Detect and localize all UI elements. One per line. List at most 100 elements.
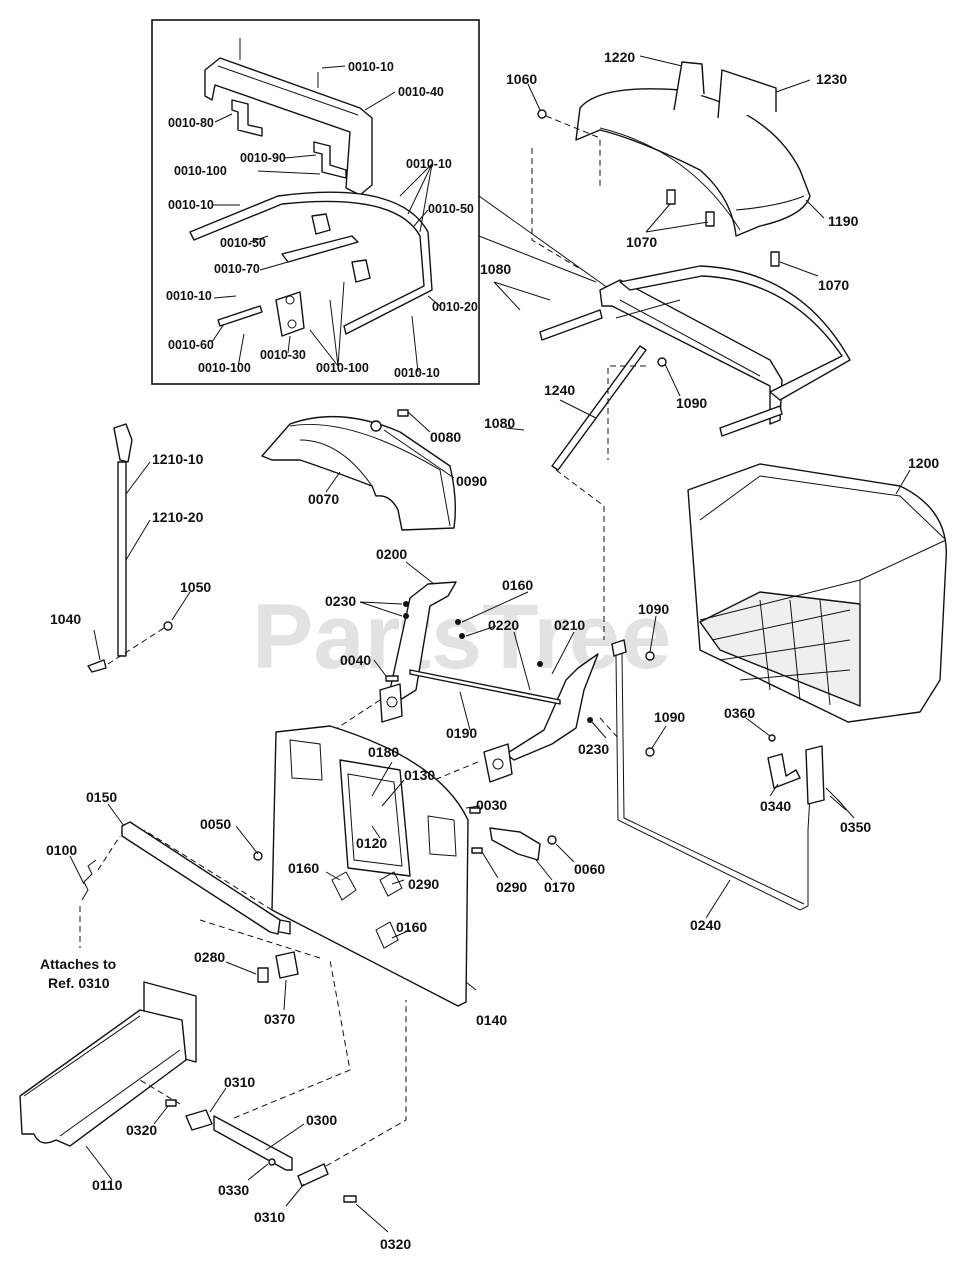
bracket-0200 <box>389 581 457 701</box>
callout-1070: 1070 <box>818 277 849 293</box>
latch-0310-b <box>297 1163 329 1187</box>
strap-main-b <box>719 405 783 437</box>
screw-0030 <box>469 807 481 814</box>
bracket-0010-50-b <box>351 259 371 283</box>
knob-0280 <box>257 967 269 983</box>
callout-0180: 0180 <box>368 744 399 760</box>
callout-0160: 0160 <box>396 919 427 935</box>
callout-0010-40: 0010-40 <box>398 85 444 99</box>
callout-0290: 0290 <box>496 879 527 895</box>
callout-0160: 0160 <box>502 577 533 593</box>
mount-bracket-group: 0200 0230 0160 0220 0210 0040 0190 0230 <box>315 546 621 791</box>
callout-0010-10: 0010-10 <box>168 198 214 212</box>
nut-1090-b <box>645 651 655 661</box>
callout-1240: 1240 <box>544 382 575 398</box>
bagger-cover-group: 1220 1230 1060 1190 1070 1070 <box>506 49 859 293</box>
bracket-0010-90 <box>313 141 347 179</box>
spring-0100 <box>81 859 97 901</box>
callout-0010-80: 0010-80 <box>168 116 214 130</box>
bag-group: 1200 <box>687 455 947 723</box>
callout-0010-70: 0010-70 <box>214 262 260 276</box>
bracket-0210 <box>505 653 599 761</box>
latch-0370-group: 0280 0370 <box>194 949 299 1027</box>
inset-frame <box>151 19 480 385</box>
plate-0010-30 <box>275 291 305 337</box>
note-attaches-to-line1: Attaches to <box>40 956 116 972</box>
washer-0090 <box>370 420 382 432</box>
screw-0320-b <box>343 1195 357 1203</box>
chute-0110 <box>19 1009 187 1147</box>
callout-0030: 0030 <box>476 797 507 813</box>
callout-0080: 0080 <box>430 429 461 445</box>
latch-0310-a <box>185 1109 213 1131</box>
callout-0300: 0300 <box>306 1112 337 1128</box>
callout-0230: 0230 <box>325 593 356 609</box>
callout-0200: 0200 <box>376 546 407 562</box>
plate-0210 <box>483 743 513 783</box>
callout-1230: 1230 <box>816 71 847 87</box>
callout-0010-20: 0010-20 <box>432 300 478 314</box>
lever-tube-1210-20 <box>117 461 127 657</box>
callout-0340: 0340 <box>760 798 791 814</box>
callout-0010-10: 0010-10 <box>406 157 452 171</box>
nut-0330 <box>268 1158 276 1166</box>
callout-0120: 0120 <box>356 835 387 851</box>
callout-1060: 1060 <box>506 71 537 87</box>
callout-0320: 0320 <box>126 1122 157 1138</box>
callout-0210: 0210 <box>554 617 585 633</box>
callout-1090: 1090 <box>676 395 707 411</box>
callout-0280: 0280 <box>194 949 225 965</box>
callout-0090: 0090 <box>456 473 487 489</box>
callout-0010-60: 0010-60 <box>168 338 214 352</box>
screw-1070-a <box>666 189 676 205</box>
bracket-0170-group: 0060 0170 0290 <box>469 807 605 895</box>
rod-1240 <box>551 345 647 471</box>
frame-assembly: 1080 1090 <box>480 261 851 437</box>
callout-0110: 0110 <box>92 1177 123 1193</box>
callout-1210-10: 1210-10 <box>152 451 204 467</box>
callout-0010-30: 0010-30 <box>260 348 306 362</box>
callout-0130: 0130 <box>404 767 435 783</box>
strap-0010-70 <box>281 235 359 263</box>
callout-0240: 0240 <box>690 917 721 933</box>
latch-plate <box>805 745 825 805</box>
bolt-1040 <box>87 659 107 673</box>
lever-group: 1210-10 1210-20 1050 1040 <box>50 423 211 673</box>
callout-0010-10: 0010-10 <box>394 366 440 380</box>
hoop-frame-0010-20 <box>189 191 433 335</box>
handle-1220 <box>673 61 705 111</box>
callout-0040: 0040 <box>340 652 371 668</box>
rear-bracket-0010-40 <box>204 57 373 196</box>
door-frame-0130 <box>339 759 411 877</box>
callout-0070: 0070 <box>308 491 339 507</box>
nut-1050 <box>163 621 173 631</box>
callout-0170: 0170 <box>544 879 575 895</box>
callout-1200: 1200 <box>908 455 939 471</box>
screw-0290 <box>471 847 483 854</box>
rod-0300 <box>213 1115 293 1171</box>
callout-0160: 0160 <box>288 860 319 876</box>
callout-1090: 1090 <box>638 601 669 617</box>
callout-1040: 1040 <box>50 611 81 627</box>
callout-0010-100: 0010-100 <box>198 361 251 375</box>
callout-1090: 1090 <box>654 709 685 725</box>
strap-main <box>539 309 603 341</box>
callout-0310: 0310 <box>224 1074 255 1090</box>
callout-0330: 0330 <box>218 1182 249 1198</box>
latch-0340 <box>767 753 801 789</box>
callout-1080: 1080 <box>484 415 515 431</box>
chute-group: 0110 <box>19 981 197 1193</box>
bracket-0010-50-a <box>311 213 331 235</box>
nut-0060 <box>547 835 557 845</box>
callout-0050: 0050 <box>200 816 231 832</box>
rod-0190 <box>409 669 561 705</box>
callout-0140: 0140 <box>476 1012 507 1028</box>
screw-0080 <box>397 409 409 417</box>
note-attaches-to-line2: Ref. 0310 <box>48 975 110 991</box>
strip-spring-group: 0150 0100 Attaches to Ref. 0310 <box>40 789 281 991</box>
callout-0010-100: 0010-100 <box>316 361 369 375</box>
screw-0320-a <box>165 1099 177 1107</box>
plate-0040 <box>379 683 403 723</box>
callout-0230: 0230 <box>578 741 609 757</box>
